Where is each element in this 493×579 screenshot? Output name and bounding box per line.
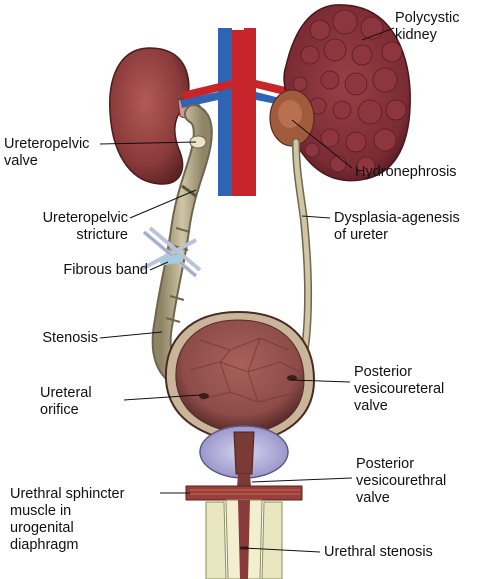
bladder xyxy=(164,310,316,441)
leader-lines xyxy=(99,27,395,553)
label-stenosis: Stenosis xyxy=(42,330,98,346)
label-polycystic-kidney: Polycystic kidney xyxy=(395,10,460,43)
label-urethral-sphincter: Urethral sphincter muscle in urogenital … xyxy=(10,486,125,553)
label-posterior-vesicoureteral-valve: Posterior vesicoureteral valve xyxy=(354,364,445,414)
label-urethral-stenosis: Urethral stenosis xyxy=(324,544,433,560)
label-dysplasia-agenesis: Dysplasia-agenesis of ureter xyxy=(334,210,460,243)
label-hydronephrosis: Hydronephrosis xyxy=(355,164,457,180)
label-ureteropelvic-stricture: Ureteropelvic stricture xyxy=(42,210,128,243)
label-fibrous-band: Fibrous band xyxy=(63,262,148,278)
prostate-and-urethra xyxy=(185,425,303,579)
left-ureter xyxy=(139,104,213,382)
label-ureteral-orifice: Ureteral orifice xyxy=(40,385,92,418)
polycystic-kidney xyxy=(269,4,411,182)
aorta-and-vena-cava xyxy=(180,28,290,196)
label-posterior-vesicourethral-valve: Posterior vesicourethral valve xyxy=(356,456,447,506)
label-ureteropelvic-valve: Ureteropelvic valve xyxy=(4,136,90,169)
